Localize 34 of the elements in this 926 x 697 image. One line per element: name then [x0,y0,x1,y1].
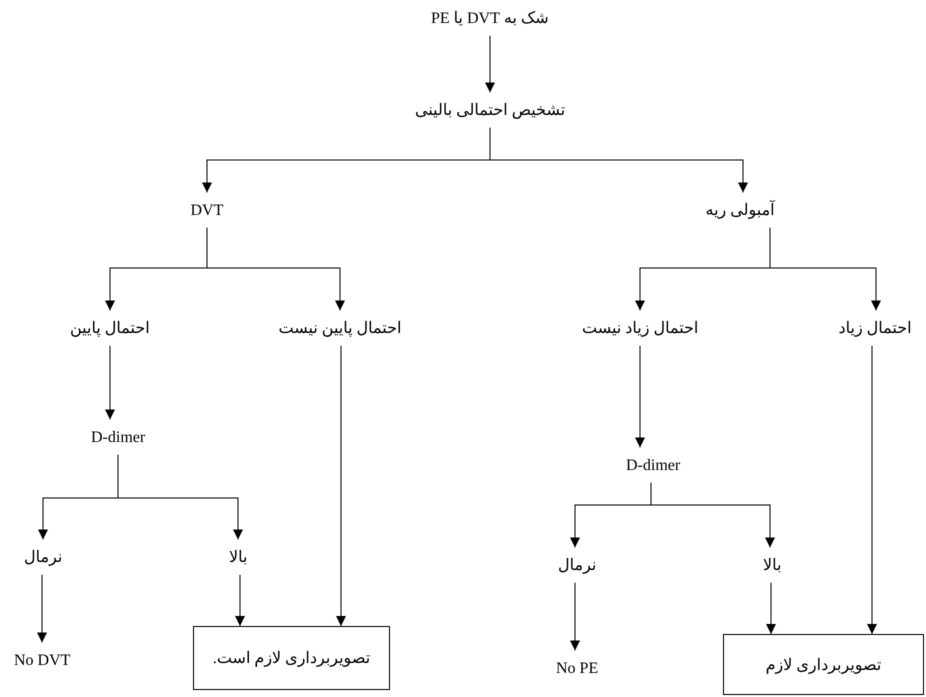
node-text: No DVT [14,652,70,668]
node-text: تصویربرداری لازم [766,656,882,674]
node-text: شک به DVT یا PE [431,10,549,26]
node-text: آمبولی ریه [706,202,775,218]
process-box [723,634,924,695]
arrow [118,454,243,540]
node-text: نرمال [24,548,62,566]
arrow [37,574,47,643]
node-text: احتمال پایین نیست [278,320,402,336]
node-text: نرمال [558,556,596,574]
node-text: D-dimer [626,456,680,474]
node-text: No PE [556,660,598,676]
node-text: تصویربرداری لازم است. [212,649,370,668]
node-text: احتمال پایین [70,320,150,336]
node-text: احتمال زیاد نیست [582,320,698,336]
node-text: بالا [763,556,782,574]
node-text: D-dimer [91,428,146,446]
arrow [650,482,775,548]
arrow [766,582,776,634]
arrow [336,345,346,626]
arrow [485,35,495,93]
node-text: بالا [229,548,248,566]
node-text: احتمال زیاد [838,320,912,336]
arrow [570,582,580,651]
process-box [193,626,390,690]
node-text: تشخیص احتمالی بالینی [415,102,566,118]
arrow [490,127,748,193]
arrow [105,345,115,420]
arrow [770,227,881,311]
arrow [235,574,245,626]
arrow [206,227,345,311]
node-text: DVT [190,202,224,218]
arrow [867,345,877,634]
arrow [635,345,645,448]
